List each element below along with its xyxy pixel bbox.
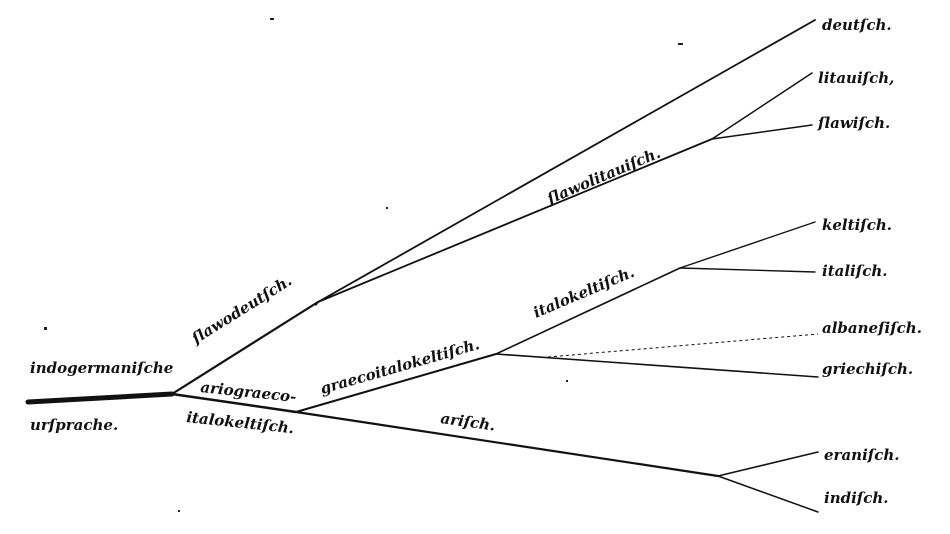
speck (44, 327, 47, 330)
branch-label-graecoitalokeltisch: graecoitalokeltiſch. (318, 335, 481, 398)
root-label-ursprache: urſprache. (30, 416, 118, 434)
leaf-labels: deutſch. litauiſch, ſlawiſch. keltiſch. … (817, 16, 922, 507)
leaf-label-indisch: indiſch. (824, 489, 889, 507)
edge-slawisch (711, 124, 813, 140)
leaf-label-deutsch: deutſch. (822, 16, 892, 34)
branch-label-slawolitauisch: ſlawolitauiſch. (544, 144, 663, 208)
leaf-label-keltisch: keltiſch. (822, 216, 892, 234)
branch-label-slawodeutsch: ſlawodeutſch. (188, 272, 295, 348)
speck (178, 510, 180, 512)
edge-italisch (679, 267, 816, 273)
branch-labels: ſlawodeutſch. ſlawolitauiſch. ariograeco… (186, 144, 664, 437)
leaf-label-litauisch: litauiſch, (818, 69, 894, 87)
edge-graecoitalokeltisch (295, 353, 497, 413)
edge-slawodeutsch (170, 300, 320, 396)
edge-ariograeco (170, 392, 298, 414)
edge-keltisch (679, 221, 816, 269)
edge-albanesisch (547, 333, 819, 358)
edge-root-trunk (25, 391, 175, 405)
print-specks (44, 18, 683, 512)
edge-deutsch (317, 19, 816, 303)
edge-griechisch (495, 353, 819, 378)
edge-arisch (294, 410, 720, 478)
speck (386, 207, 388, 209)
branch-label-arisch: ariſch. (439, 409, 496, 434)
root-labels: indogermaniſche urſprache. (30, 359, 173, 434)
edge-italokeltisch (495, 267, 681, 355)
speck (270, 18, 274, 20)
tree-edges (25, 19, 819, 513)
leaf-label-griechisch: griechiſch. (822, 360, 913, 378)
speck (678, 43, 683, 45)
branch-label-italokeltisch-lower: italokeltiſch. (186, 408, 295, 437)
root-label-indogermanische: indogermaniſche (30, 359, 173, 377)
branch-label-ariograeco: ariograeco- (200, 378, 298, 406)
leaf-label-eranisch: eraniſch. (824, 446, 899, 464)
edge-litauisch (711, 72, 813, 140)
edge-eranisch (717, 451, 819, 477)
edge-indisch (717, 475, 819, 513)
speck (566, 380, 568, 382)
leaf-label-slawisch: ſlawiſch. (817, 114, 890, 132)
edge-slawolitauisch (317, 138, 713, 303)
leaf-label-italisch: italiſch. (822, 262, 887, 280)
leaf-label-albanesisch: albaneſiſch. (822, 319, 922, 337)
